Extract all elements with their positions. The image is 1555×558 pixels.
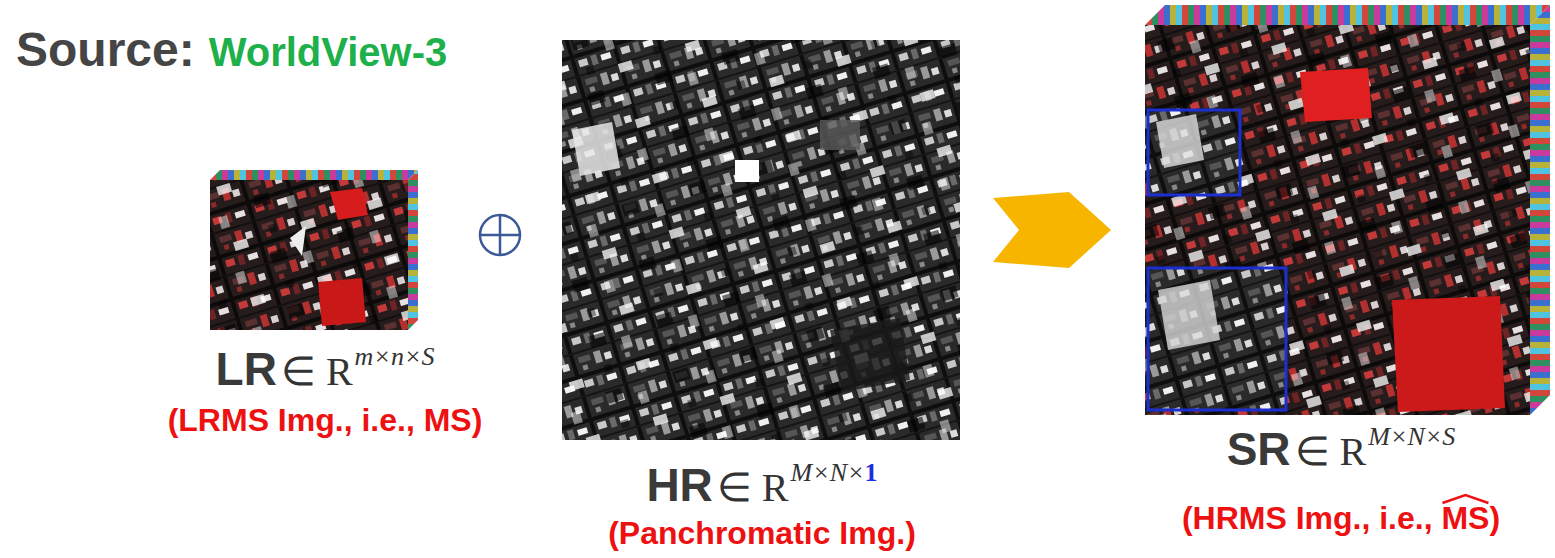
heading: Source: WorldView-3 [16, 22, 447, 77]
image-node: SR∈ RM×N×S (HRMS Img., i.e., MS) [1131, 0, 1551, 545]
math-label: ∈ R [717, 465, 789, 510]
math-label: M×N×S [1368, 422, 1455, 451]
image-caption: (Panchromatic Img.) [608, 515, 916, 551]
pan-image [562, 40, 960, 440]
math-label: ∈ R [281, 349, 353, 394]
image-caption: (LRMS Img., i.e., MS) [168, 402, 483, 438]
image-node: HR∈ RM×N×1(Panchromatic Img.) [557, 35, 967, 553]
math-label: HR [646, 459, 712, 511]
math-label: SR [1227, 423, 1291, 475]
image-node: LR∈ Rm×n×S (LRMS Img., i.e., MS) [125, 170, 525, 460]
math-label: m×n×S [355, 342, 435, 371]
lr-cube [210, 170, 418, 330]
label-row: (Panchromatic Img.) [557, 515, 967, 552]
label-row: LR∈ Rm×n×S [125, 342, 525, 396]
label-row: (HRMS Img., i.e., MS) [1131, 500, 1551, 537]
math-label: M×N× [791, 458, 865, 487]
label-row: SR∈ RM×N×S [1131, 422, 1551, 476]
label-row: HR∈ RM×N×1 [557, 458, 967, 512]
plus-symbol [480, 215, 520, 255]
sr-cube [1145, 5, 1550, 415]
dataset-name: WorldView-3 [209, 30, 448, 74]
math-label: ∈ R [1295, 429, 1367, 474]
math-label: 1 [865, 458, 878, 487]
label-row: (LRMS Img., i.e., MS) [125, 402, 525, 439]
source-title: Source: [16, 23, 195, 76]
image-caption: (HRMS Img., i.e., MS) [1182, 500, 1500, 536]
process-arrow [993, 192, 1111, 268]
math-label: LR [216, 343, 277, 395]
